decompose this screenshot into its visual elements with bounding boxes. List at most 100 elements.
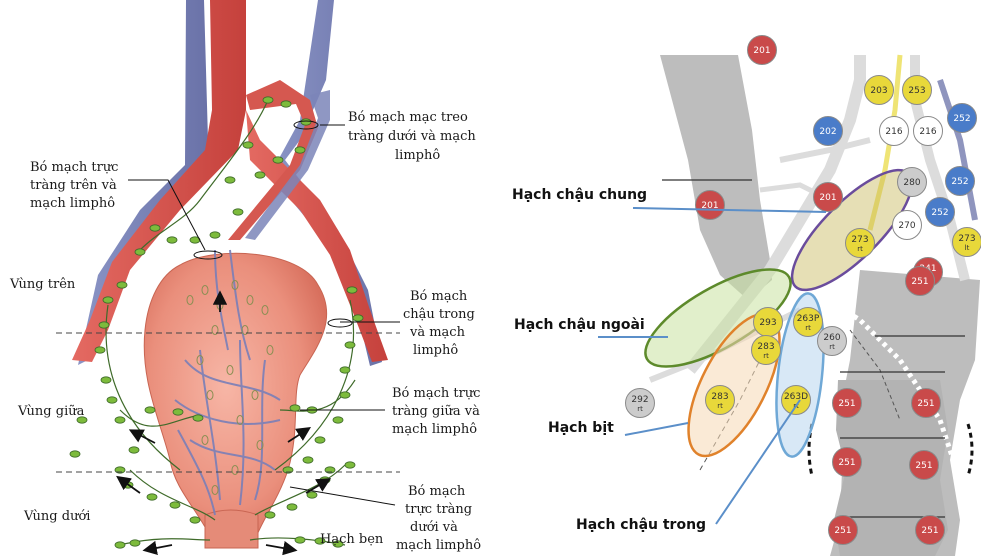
station-node-number: 201 — [753, 46, 770, 56]
station-node-number: 280 — [903, 178, 920, 188]
lymph-node — [99, 322, 109, 328]
lymph-node — [95, 347, 105, 353]
station-node-number: 263D — [784, 392, 808, 402]
zone-middle-label: Vùng giữa — [17, 404, 85, 419]
lymph-node — [307, 492, 317, 498]
station-node-number: 263P — [797, 314, 820, 324]
station-node-number: 203 — [870, 86, 887, 96]
lymph-node — [345, 462, 355, 468]
station-node: 251 — [910, 451, 939, 480]
station-node: 203 — [865, 76, 894, 105]
station-node: 202 — [814, 117, 843, 146]
station-node-number: 273 — [851, 235, 868, 245]
station-node: 251 — [906, 267, 935, 296]
label-inferior-rectal: Bó mạch trực tràng dưới và mạch limphô — [396, 484, 481, 553]
station-node-number: 293 — [759, 318, 776, 328]
label-middle-rectal: Bó mạch trực tràng giữa và mạch limphô — [392, 386, 485, 437]
lymph-node — [340, 367, 350, 373]
lymph-node — [255, 172, 265, 178]
lymph-node — [170, 502, 180, 508]
lymph-node — [233, 209, 243, 215]
lymph-node — [103, 297, 113, 303]
lymph-node — [243, 142, 253, 148]
lymph-node — [135, 249, 145, 255]
label-internal-iliac: Bó mạch chậu trong và mạch limphô — [403, 289, 479, 358]
station-node-number: 251 — [838, 458, 855, 468]
lymph-node — [190, 517, 200, 523]
label-common-iliac: Hạch chậu chung — [512, 187, 647, 203]
station-node-number: 251 — [834, 526, 851, 536]
rectal-drainage-illustration: Bó mạch mạc treo tràng dưới và mạch limp… — [9, 0, 485, 553]
station-node-number: 292 — [631, 395, 648, 405]
station-node: 216 — [914, 117, 943, 146]
zone-lower-label: Vùng dưới — [23, 509, 90, 524]
station-node: 252 — [948, 104, 977, 133]
lymph-node — [265, 512, 275, 518]
station-node: 251 — [833, 448, 862, 477]
station-node-number: 216 — [885, 127, 902, 137]
station-node-number: 252 — [953, 114, 970, 124]
station-node: 280 — [898, 168, 927, 197]
lymph-node — [70, 451, 80, 457]
label-mesenteric: Bó mạch mạc treo tràng dưới và mạch limp… — [348, 110, 480, 163]
lymph-node — [101, 377, 111, 383]
lymph-node — [115, 542, 125, 548]
lymph-node — [340, 392, 350, 398]
lymph-node — [145, 407, 155, 413]
station-node-side: lt — [965, 244, 970, 252]
lymph-node — [287, 504, 297, 510]
station-node: 251 — [829, 516, 858, 545]
lymph-node — [117, 282, 127, 288]
lymph-node — [115, 417, 125, 423]
station-node: 293 — [754, 308, 783, 337]
lymph-node — [273, 157, 283, 163]
station-node-number: 260 — [823, 333, 840, 343]
station-node-side: rt — [829, 343, 835, 351]
station-node-side: rt — [717, 402, 723, 410]
station-node-side: rt — [763, 352, 769, 360]
station-node: 201 — [748, 36, 777, 65]
lymph-node — [263, 97, 273, 103]
lymph-node — [210, 232, 220, 238]
lymph-node — [295, 537, 305, 543]
station-node-number: 251 — [838, 399, 855, 409]
station-node-number: 216 — [919, 127, 936, 137]
lymph-node — [290, 405, 300, 411]
station-node: 216 — [880, 117, 909, 146]
station-node-number: 273 — [958, 234, 975, 244]
lymph-node — [173, 409, 183, 415]
station-node: 283rt — [706, 386, 735, 415]
lymph-node — [347, 287, 357, 293]
label-obturator: Hạch bịt — [548, 420, 614, 436]
station-node-number: 251 — [921, 526, 938, 536]
lymph-node — [147, 494, 157, 500]
label-external-iliac: Hạch chậu ngoài — [514, 317, 645, 333]
lymph-node — [333, 417, 343, 423]
station-node-number: 283 — [711, 392, 728, 402]
station-node-number: 251 — [911, 277, 928, 287]
lymph-node — [315, 437, 325, 443]
lymph-node — [167, 237, 177, 243]
lymph-node — [193, 415, 203, 421]
station-node: 273rt — [846, 229, 875, 258]
station-node: 260rt — [818, 327, 847, 356]
station-node: 263Prt — [794, 308, 823, 337]
station-node: 201 — [814, 183, 843, 212]
station-node: 253 — [903, 76, 932, 105]
lymph-node — [281, 101, 291, 107]
station-node-number: 251 — [915, 461, 932, 471]
station-node-number: 201 — [819, 193, 836, 203]
station-node-side: rt — [637, 405, 643, 413]
lymph-node — [345, 342, 355, 348]
station-node: 252 — [946, 167, 975, 196]
station-node-number: 252 — [931, 208, 948, 218]
station-node-side: rt — [805, 324, 811, 332]
station-node-side: rt — [857, 245, 863, 253]
zone-upper-label: Vùng trên — [9, 277, 76, 292]
label-internal-iliac-node: Hạch chậu trong — [576, 517, 706, 533]
lymph-node — [107, 397, 117, 403]
